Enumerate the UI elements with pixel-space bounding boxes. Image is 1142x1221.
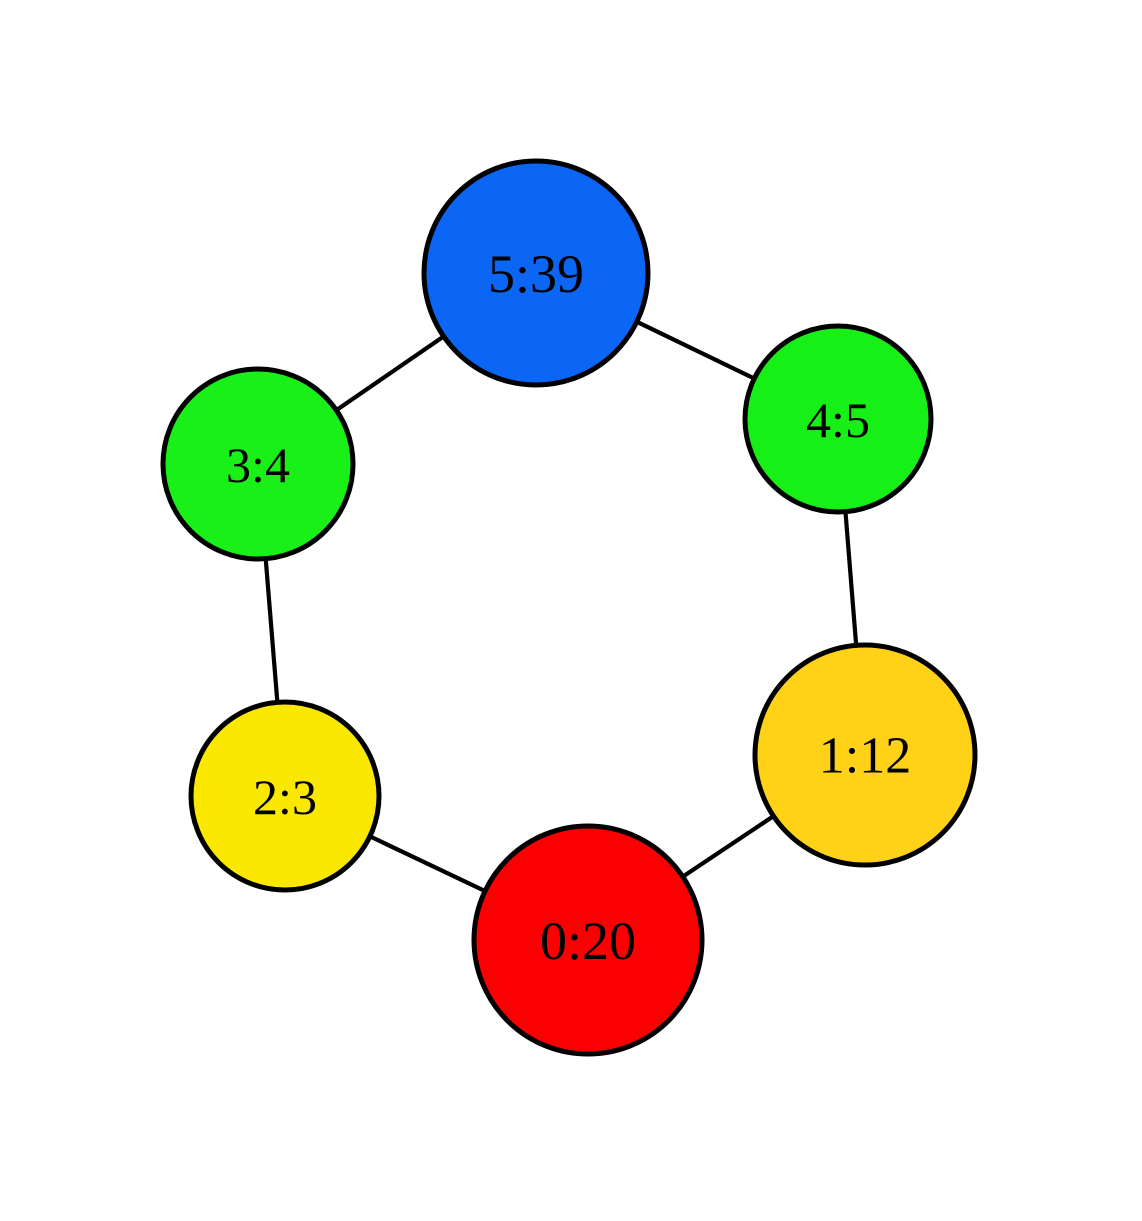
- graph-node[interactable]: 1:12: [752, 642, 978, 868]
- graph-edge: [677, 811, 779, 882]
- node-label: 1:12: [819, 728, 911, 785]
- graph-edge: [631, 317, 760, 383]
- node-label: 2:3: [253, 769, 317, 825]
- graph-edge: [364, 832, 491, 895]
- nodes-layer: 5:39 4:5 1:12 0:20 2:3 3:4: [160, 158, 978, 1057]
- graph-node[interactable]: 4:5: [742, 323, 934, 515]
- graph-edge: [263, 552, 280, 709]
- node-circle[interactable]: [742, 323, 934, 515]
- node-circle[interactable]: [471, 823, 705, 1057]
- graph-node[interactable]: 5:39: [421, 158, 651, 388]
- graph-node[interactable]: 3:4: [160, 366, 356, 562]
- node-circle[interactable]: [160, 366, 356, 562]
- graph-node[interactable]: 2:3: [188, 699, 382, 893]
- graph-edge: [330, 332, 450, 415]
- node-circle[interactable]: [188, 699, 382, 893]
- graph-node[interactable]: 0:20: [471, 823, 705, 1057]
- graph-edge: [843, 505, 859, 652]
- node-circle[interactable]: [421, 158, 651, 388]
- node-label: 4:5: [806, 392, 870, 448]
- edges-layer: [263, 317, 859, 895]
- node-label: 0:20: [540, 911, 636, 971]
- node-label: 3:4: [226, 437, 290, 493]
- node-circle[interactable]: [752, 642, 978, 868]
- node-label: 5:39: [488, 244, 584, 304]
